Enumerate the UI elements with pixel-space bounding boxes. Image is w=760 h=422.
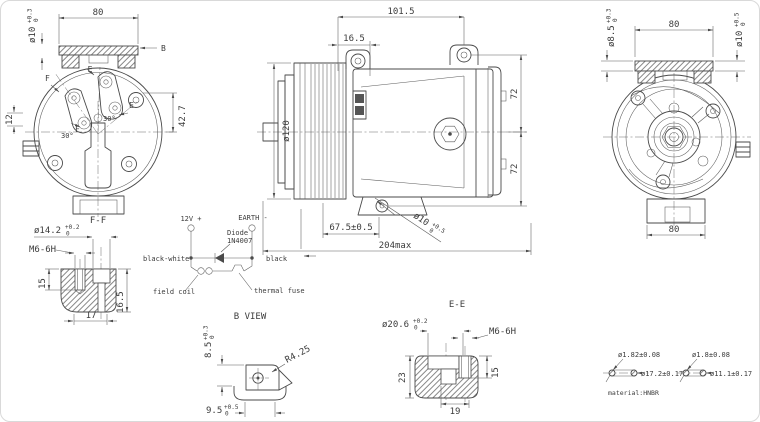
front-view-arrow-b: B [161,44,166,53]
side-dim-length-top: 101.5 [387,7,414,17]
svg-text:+0.3: +0.3 [606,8,613,23]
side-dim-foot: 67.5±0.5 [329,223,372,233]
svg-text:9.5: 9.5 [206,406,222,416]
circuit-wire-left: black-white [143,255,189,263]
detail-ff-dim-depth: 15 [38,278,48,289]
side-dim-overall: 204max [379,241,412,251]
detail-ee: E-E ø20.6 +0.2 0 M6-6H 23 15 19 [382,300,516,417]
rear-port-right-dim: ø10 +0.5 0 [734,12,748,47]
circuit-terminal-ground: EARTH - [238,214,268,222]
thermal-fuse-symbol [231,264,245,272]
side-dim-lug-upper: 72 [510,89,520,100]
circuit-diode-label-1: Diode [227,229,248,237]
svg-text:0: 0 [740,22,747,26]
detail-ee-bore-dim: ø20.6 +0.2 0 [382,318,428,332]
side-view: 101.5 16.5 ø120 72 72 67.5±0.5 ø10 +0.5 … [257,7,532,258]
svg-text:0: 0 [66,231,70,238]
detail-ee-dim-width: 19 [450,407,461,417]
detail-stop-height-dim: 8.5 +0.3 0 [203,325,217,358]
circuit-diode-label-2: 1N4007 [227,237,252,245]
circuit-b-view: 12V + EARTH - Diode 1N4007 black-white b… [143,214,305,322]
rear-dim-width-bottom: 80 [669,225,680,235]
svg-text:ø10: ø10 [735,31,745,47]
front-dim-height: 42.7 [178,105,188,127]
detail-ee-thread: M6-6H [489,327,516,337]
rear-view: 80 ø8.5 +0.3 0 ø10 +0.5 0 80 [601,8,751,239]
circuit-title: B VIEW [234,312,267,322]
pulley-grooves [310,64,344,198]
front-angle-right: 30° [103,115,116,123]
detail-stop-radius: R4.25 [284,344,313,366]
svg-text:ø8.5: ø8.5 [607,25,617,47]
svg-text:ø20.6: ø20.6 [382,320,409,330]
oring-large: ø1.82±0.08 ø17.2±0.17 material:HNBR [603,351,683,397]
front-section-e-side: E [129,101,134,110]
svg-text:ø10: ø10 [28,27,38,43]
svg-text:0: 0 [428,227,435,235]
detail-ff-dim-height: 16.5 [116,291,126,313]
circuit-component-coil: field coil [153,288,195,296]
svg-text:0: 0 [225,411,229,418]
oring-small: ø1.8±0.08 ø11.1±0.17 [677,351,752,383]
svg-text:0: 0 [209,335,216,339]
front-section-e-top: E [88,65,93,74]
svg-text:+0.2: +0.2 [65,224,80,231]
detail-stop: 8.5 +0.3 0 R4.25 9.5 +0.5 0 [203,325,313,417]
detail-stop-depth-dim: 9.5 +0.5 0 [206,404,239,418]
front-dim-width-top: 80 [93,8,104,18]
detail-ee-dim-right: 15 [491,367,501,378]
oring-small-id: ø11.1±0.17 [710,370,752,378]
svg-text:ø10: ø10 [411,211,430,228]
detail-ff-thread: M6-6H [29,245,56,255]
oring-large-material: material:HNBR [608,389,659,397]
circuit-terminal-positive: 12V + [180,215,201,223]
front-view: 80 ø10 +0.3 0 B 12 42.7 30° 30° E E F F … [5,8,188,226]
side-dim-pulley-dia: ø120 [282,120,292,142]
svg-text:+0.3: +0.3 [27,8,34,23]
diode-symbol [215,253,224,263]
svg-text:+0.2: +0.2 [413,318,428,325]
side-dim-lug-lower: 72 [510,164,520,175]
side-dim-lug-offset: 16.5 [343,34,365,44]
svg-text:8.5: 8.5 [204,342,214,358]
circuit-component-fuse: thermal fuse [254,287,305,295]
svg-text:0: 0 [612,18,619,22]
detail-ee-title: E-E [449,300,465,310]
svg-text:ø14.2: ø14.2 [34,226,61,236]
rear-port-left-dim: ø8.5 +0.3 0 [606,8,620,47]
svg-text:0: 0 [414,325,418,332]
circuit-wire-right: black [266,255,288,263]
svg-text:+0.5: +0.5 [734,12,741,27]
svg-text:0: 0 [33,18,40,22]
svg-text:+0.5: +0.5 [224,404,239,411]
oring-large-id: ø17.2±0.17 [641,370,683,378]
front-section-f-mid: F [75,125,80,134]
oring-large-cord: ø1.82±0.08 [618,351,660,359]
detail-ff: ø14.2 +0.2 0 M6-6H 15 17 16.5 [29,224,131,325]
oring-small-cord: ø1.8±0.08 [692,351,730,359]
svg-text:+0.3: +0.3 [203,325,210,340]
rear-dim-width-top: 80 [669,20,680,30]
front-angle-left: 30° [61,132,74,140]
front-section-f-top: F [45,74,50,83]
front-dim-port-offset: 12 [5,114,15,125]
oring-details: ø1.82±0.08 ø17.2±0.17 material:HNBR ø1.8… [603,351,752,397]
detail-ff-dim-width: 17 [86,311,97,321]
detail-ff-bore-dim: ø14.2 +0.2 0 [34,224,80,238]
detail-ee-dim-left: 23 [398,372,408,383]
front-port-top-dim: ø10 +0.3 0 [27,8,41,43]
field-coil-symbol [197,267,205,275]
front-view-title: F-F [90,216,106,226]
